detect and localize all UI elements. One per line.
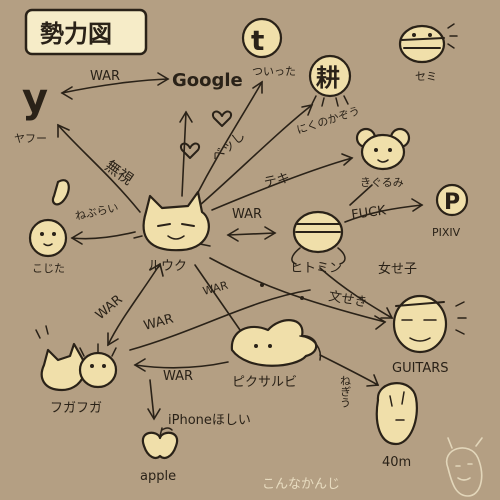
node-yahoo: y ヤフー	[14, 76, 48, 145]
edge-fugafuga-hitomin	[129, 289, 311, 351]
node-label-kigurumi: きぐるみ	[360, 176, 404, 189]
edge-label-bessi: ベッし	[209, 128, 249, 165]
node-label-twitter: ついった	[252, 65, 296, 78]
edge-fugafuga-apple	[149, 379, 155, 419]
edge-label-iphone: iPhoneほしい	[168, 413, 251, 428]
edge-crossing-dot	[260, 283, 264, 287]
yahoo-logo-icon: y	[22, 76, 48, 122]
node-label-apple: apple	[140, 469, 176, 484]
node-kojita: こじた	[28, 218, 68, 275]
edge-label-neburai: ねぶらい	[74, 201, 120, 223]
node-fortym: 40m	[375, 382, 418, 470]
edge-label-ruuku-hitomin-war: WAR	[232, 207, 262, 222]
node-guitars: GUITARS	[392, 294, 467, 376]
edge-ruuku-mixi	[199, 104, 313, 206]
edge-pikusarubi-fortym	[319, 354, 379, 386]
pixiv-logo-icon: P	[444, 190, 460, 215]
node-google: Google	[172, 70, 243, 91]
edge-label-ruuku-fugafuga-war: WAR	[93, 292, 126, 323]
semi-face-icon	[401, 37, 445, 49]
footer-caption: こんなかんじ	[262, 477, 340, 492]
node-kigurumi: きぐるみ	[355, 127, 411, 189]
edge-label-mushi: 無視	[102, 157, 137, 189]
cat-face-icon	[142, 190, 210, 252]
heart-icon-2	[212, 110, 232, 127]
pikusarubi-blob-icon	[230, 319, 318, 367]
edge-label-yahoo-google-war: WAR	[90, 69, 120, 84]
node-label-fortym: 40m	[382, 455, 411, 470]
leaf-icon	[51, 179, 70, 206]
node-label-hitomin: ヒトミン	[290, 261, 342, 276]
node-label-pikusarubi: ピクサルビ	[232, 375, 297, 390]
edge-label-fuck: FUCK	[350, 203, 387, 223]
edge-yahoo-google	[61, 78, 169, 94]
google-logo-icon: Google	[172, 70, 243, 91]
node-label-semi: セミ	[415, 70, 437, 83]
twitter-logo-icon: t	[251, 24, 264, 57]
edge-label-negiu: ねぎう	[339, 375, 352, 408]
edge-ruuku-twitter	[194, 81, 263, 199]
node-twitter: t ついった	[241, 17, 296, 78]
edge-ruuku-kigurumi	[211, 157, 353, 211]
edge-kigurumi-hitomin	[349, 184, 373, 206]
edge-ruuku-hitomin	[227, 232, 276, 236]
node-label-kojita: こじた	[32, 262, 65, 275]
node-label-ruuku: ルウク	[148, 259, 187, 274]
node-label-guitars: GUITARS	[392, 361, 449, 376]
edge-ruuku-kojita	[71, 231, 136, 240]
edge-label-pikusarubi-war: WAR	[163, 369, 193, 384]
node-mixi: 耕	[308, 54, 352, 107]
edge-ruuku-pikusarubi	[194, 264, 241, 331]
edge-label-joshi: 女せ子	[378, 261, 417, 277]
edge-ruuku-guitars	[209, 257, 386, 323]
edge-label-bunseki: 文せき	[327, 289, 368, 311]
node-label-pixiv: PIXIV	[432, 226, 461, 239]
fugafuga-cat-icon	[40, 342, 86, 392]
mixi-logo-icon: 耕	[316, 64, 340, 92]
edge-label-teki: テキ	[263, 171, 292, 191]
node-fugafuga: フガフガ	[35, 325, 118, 416]
edge-hitomin-pixiv	[344, 204, 423, 223]
heart-icon	[180, 142, 200, 159]
node-pikusarubi: ピクサルビ	[230, 319, 322, 390]
fortym-face-icon	[375, 382, 418, 446]
edge-ruuku-google	[181, 111, 187, 197]
bear-face-icon	[377, 159, 389, 163]
kojita-face-icon	[43, 243, 53, 247]
edge-ruuku-fugafuga	[107, 263, 161, 346]
node-label-fugafuga: フガフガ	[50, 401, 102, 416]
ghost-sketch	[445, 437, 483, 497]
node-label-yahoo: ヤフー	[14, 132, 47, 145]
edge-crossing-dot	[300, 296, 304, 300]
edge-label-nikunokazou: にくのかぞう	[295, 104, 362, 137]
node-ruuku: ルウク	[133, 190, 211, 274]
edge-hitomin-guitars	[319, 267, 393, 319]
apple-icon	[141, 431, 179, 459]
node-pixiv: P PIXIV	[432, 183, 469, 239]
edge-fugafuga-pikusarubi	[134, 361, 229, 369]
node-apple: apple	[140, 427, 179, 484]
edge-ruuku-yahoo	[57, 124, 141, 213]
page-title: 勢力図	[40, 20, 112, 48]
node-hitomin: ヒトミン	[290, 210, 346, 276]
node-semi: セミ	[398, 23, 458, 83]
title-block: 勢力図	[24, 8, 148, 56]
edge-label-fugafuga-pikusarubi-war: WAR	[142, 312, 175, 334]
